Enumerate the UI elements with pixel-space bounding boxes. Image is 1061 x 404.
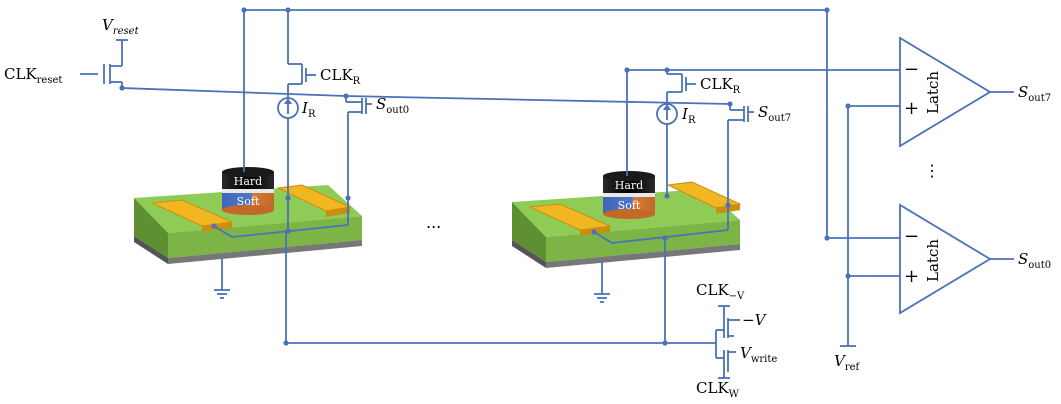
svg-text:CLKR: CLKR (700, 75, 741, 96)
i-r-label-0: I (301, 99, 309, 117)
i-r-label-7: I (681, 105, 689, 123)
substrate-front (168, 216, 362, 258)
svg-text:Vref: Vref (834, 352, 861, 373)
mtj-device-0: Hard Soft (134, 167, 362, 264)
latch-label: Latch (924, 71, 942, 114)
svg-text:IR: IR (301, 99, 316, 120)
svg-text:CLKreset: CLKreset (4, 65, 62, 86)
clk-r-label-0: CLK (320, 66, 353, 84)
ellipsis-horizontal: ... (426, 213, 441, 232)
v-ref-label: V (834, 352, 847, 370)
svg-text:Sout7: Sout7 (1018, 83, 1051, 104)
svg-text:CLKR: CLKR (320, 66, 361, 87)
plus-label: + (904, 266, 919, 287)
latch-7: Latch − + (899, 36, 992, 148)
svg-text:CLKW: CLKW (696, 379, 740, 399)
s-out7-switch-label: S (758, 103, 768, 121)
svg-text:IR: IR (681, 105, 696, 126)
wiring (80, 9, 1014, 379)
ellipsis-vertical: ⋮ (924, 161, 940, 180)
clk-r-label-7: CLK (700, 75, 733, 93)
plus-label: + (904, 98, 919, 119)
svg-text:Vreset: Vreset (102, 16, 140, 37)
s-out0-switch-label: S (376, 95, 386, 113)
neg-v-label: −V (742, 311, 768, 329)
current-arrow-head-icon (284, 98, 292, 104)
clk-reset-label: CLK (4, 65, 37, 83)
soft-label: Soft (237, 195, 260, 208)
mtj-device-7: Hard Soft (512, 171, 742, 268)
svg-text:Sout0: Sout0 (1018, 250, 1051, 271)
soft-layer (222, 192, 274, 210)
soft-label: Soft (618, 199, 641, 212)
junction-dots (119, 7, 851, 346)
latch-0: Latch − + (899, 203, 992, 315)
svg-text:Sout0: Sout0 (376, 95, 409, 116)
substrate-side (134, 198, 168, 258)
minus-label: − (904, 59, 919, 80)
soft-layer (603, 196, 655, 214)
svg-text:Sout7: Sout7 (758, 103, 791, 124)
v-write-label: V (740, 344, 753, 362)
labels: Vreset CLKreset CLKR CLKR IR IR Sout0 So… (4, 16, 1051, 400)
v-reset-label: V (102, 16, 115, 34)
hard-label: Hard (615, 179, 643, 192)
s-out0-output-label: S (1018, 250, 1028, 268)
clk-w-label: CLK (696, 379, 729, 397)
s-out7-output-label: S (1018, 83, 1028, 101)
svg-text:CLK−V: CLK−V (696, 281, 745, 302)
hard-label: Hard (234, 175, 262, 188)
clk-neg-v-label: CLK (696, 281, 729, 299)
current-arrow-head-icon (663, 104, 671, 110)
latch-label: Latch (924, 239, 942, 282)
svg-text:Vwrite: Vwrite (740, 344, 777, 365)
minus-label: − (904, 226, 919, 247)
